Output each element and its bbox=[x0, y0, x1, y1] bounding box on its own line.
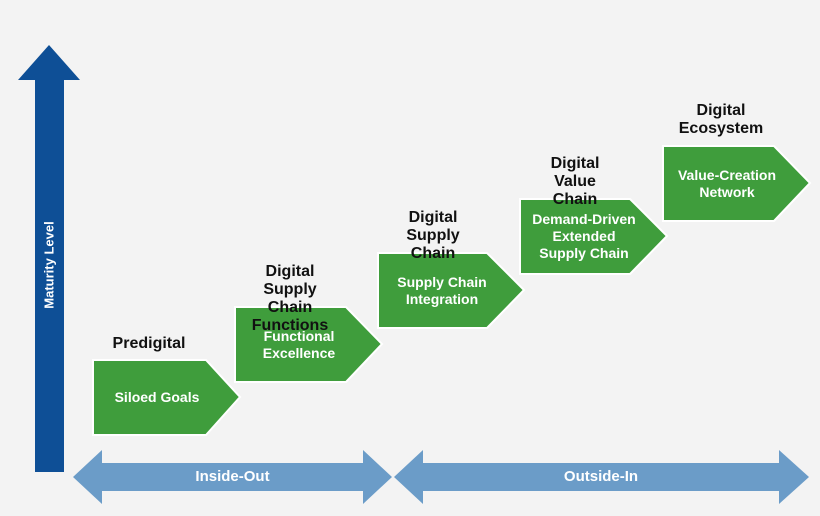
stage-heading-predigital: Predigital bbox=[112, 335, 186, 352]
outside-in-arrow bbox=[394, 450, 809, 504]
inside-out-label: Inside-Out bbox=[195, 468, 270, 485]
maturity-axis-arrow bbox=[18, 45, 80, 472]
stage-arrow-supply-chain bbox=[377, 252, 526, 329]
stage-arrow-value-chain bbox=[519, 198, 669, 275]
outside-in-label: Outside-In bbox=[563, 468, 639, 485]
stage-arrow-predigital bbox=[92, 359, 242, 436]
stage-heading-supply-chain: Digital Supply Chain bbox=[406, 209, 460, 262]
stage-arrow-functions bbox=[234, 306, 384, 383]
inside-out-arrow bbox=[73, 450, 392, 504]
maturity-level-label: Maturity Level bbox=[41, 221, 57, 309]
stage-heading-value-chain: Digital Value Chain bbox=[550, 155, 600, 208]
stage-heading-ecosystem: Digital Ecosystem bbox=[678, 102, 764, 137]
stage-heading-functions: Digital Supply Chain Functions bbox=[251, 263, 329, 334]
stage-arrow-ecosystem bbox=[662, 145, 812, 222]
